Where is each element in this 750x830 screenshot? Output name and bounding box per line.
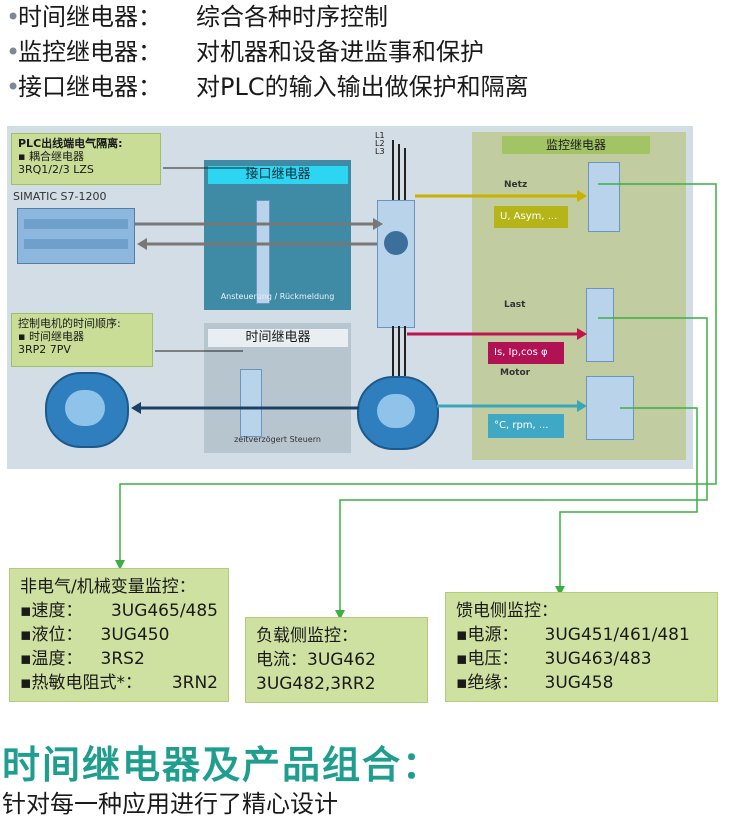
- timer-title: 时间继电器: [208, 329, 348, 347]
- netz-value-box: U, Asym, ...: [494, 206, 568, 228]
- timer-relay-device: [240, 369, 262, 437]
- timer-relay-block: 时间继电器 zeitverzögert Steuern: [204, 323, 351, 453]
- feed-side-monitor-box: 馈电侧监控： ▪电源：3UG451/461/481 ▪电压：3UG463/483…: [445, 592, 718, 702]
- phase-labels: L1 L2 L3: [375, 131, 385, 156]
- bullet-timer: •时间继电器：综合各种时序控制: [6, 3, 388, 31]
- list-item: ▪温度：3RS2: [20, 649, 145, 669]
- bullet-monitor: •监控继电器：对机器和设备进监事和保护: [6, 38, 484, 66]
- motor-label: Motor: [500, 368, 531, 378]
- diagram-connectors: [131, 140, 587, 414]
- last-label: Last: [504, 300, 526, 310]
- plc-device: [17, 208, 135, 264]
- list-item: ▪热敏电阻式*：3RN2: [20, 673, 218, 693]
- list-item: ▪电源：3UG451/461/481: [456, 625, 690, 645]
- subline: 针对每一种应用进行了精心设计: [2, 790, 338, 818]
- motor-left: [45, 372, 129, 448]
- non-electrical-monitor-box: 非电气/机械变量监控： ▪速度：3UG465/485 ▪液位：3UG450 ▪温…: [9, 568, 229, 702]
- diagram-panel: PLC出线端电气隔离: ▪ 耦合继电器 3RQ1/2/3 LZS SIMATIC…: [7, 126, 693, 469]
- headline: 时间继电器及产品组合：: [2, 743, 443, 787]
- list-item: ▪绝缘：3UG458: [456, 673, 614, 693]
- netz-label: Netz: [504, 180, 528, 190]
- netz-relay-device: [588, 162, 620, 232]
- interface-caption: Ansteuerung / Rückmeldung: [220, 292, 335, 301]
- simatic-label: SIMATIC S7-1200: [13, 190, 107, 203]
- motor-right: [357, 376, 439, 450]
- bullet-interface: •接口继电器：对PLC的输入输出做保护和隔离: [6, 73, 529, 101]
- list-item: ▪液位：3UG450: [20, 625, 170, 645]
- last-relay-device: [586, 288, 614, 362]
- list-item: ▪电压：3UG463/483: [456, 649, 652, 669]
- monitor-title: 监控继电器: [502, 136, 650, 154]
- timer-sequence-box: 控制电机的时间顺序: ▪ 时间继电器 3RP2 7PV: [11, 313, 153, 367]
- motor-starter-device: [377, 200, 415, 328]
- list-item: ▪速度：3UG465/485: [20, 601, 218, 621]
- timer-caption: zeitverzögert Steuern: [234, 435, 321, 444]
- motor-value-box: °C, rpm, ...: [488, 414, 564, 438]
- intro-bullets: •时间继电器：综合各种时序控制 •监控继电器：对机器和设备进监事和保护 •接口继…: [6, 0, 529, 105]
- interface-title: 接口继电器: [208, 166, 348, 184]
- plc-isolation-box: PLC出线端电气隔离: ▪ 耦合继电器 3RQ1/2/3 LZS: [11, 133, 161, 185]
- interface-relay-block: 接口继电器 Ansteuerung / Rückmeldung: [204, 160, 351, 310]
- last-value-box: Is, Ip,cos φ: [488, 342, 564, 364]
- load-side-monitor-box: 负载侧监控： 电流：3UG462 3UG482,3RR2: [245, 617, 428, 703]
- interface-relay-device: [256, 200, 270, 304]
